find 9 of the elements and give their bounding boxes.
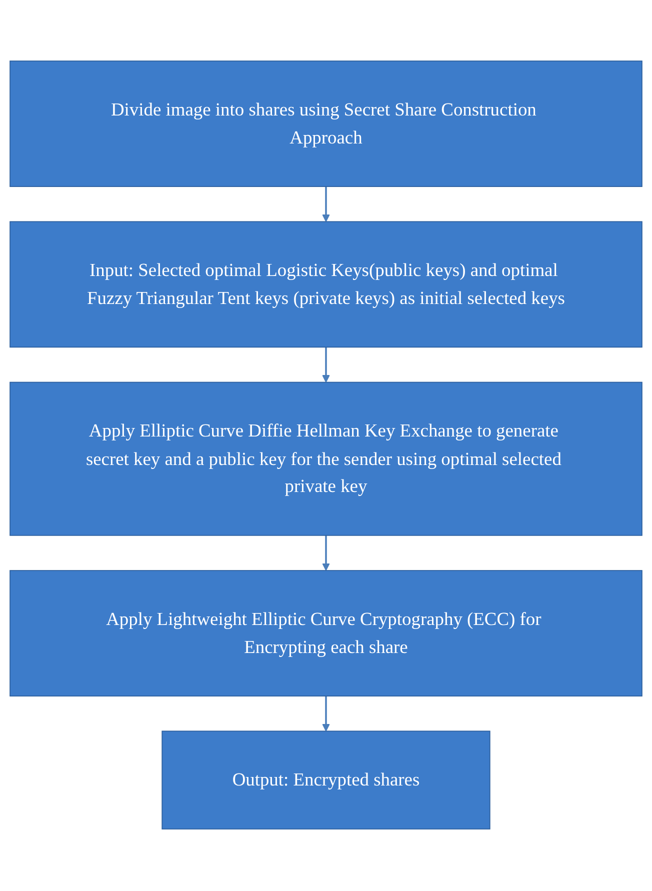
node-box: Output: Encrypted shares xyxy=(162,731,490,830)
arrow xyxy=(322,536,330,572)
node-box: Apply Lightweight Elliptic Curve Cryptography (ECC) for Encrypting each share xyxy=(10,570,642,697)
node-box: Divide image into shares using Secret Share Construction Approach xyxy=(10,61,642,188)
arrow xyxy=(322,187,330,222)
node-box: Input: Selected optimal Logistic Keys(public keys) and optimal Fuzzy Triangular Tent keys (private keys) as initial selected keys xyxy=(10,222,642,348)
arrow xyxy=(322,348,330,384)
arrow xyxy=(322,696,330,732)
node-box: Apply Elliptic Curve Diffie Hellman Key Exchange to generate secret key and a public key for the sender using optimal selected private key xyxy=(10,382,642,536)
